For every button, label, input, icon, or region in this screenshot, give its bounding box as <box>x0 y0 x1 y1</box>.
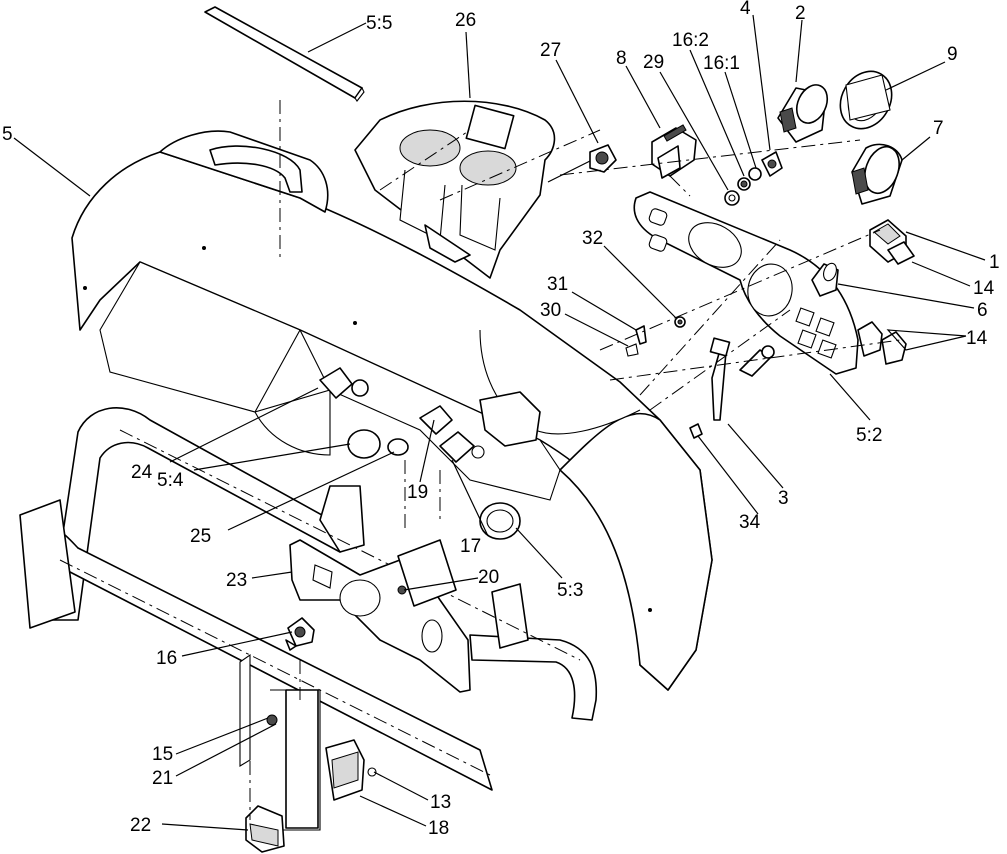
cup-holder-part <box>354 100 556 279</box>
callout-21: 21 <box>152 768 173 789</box>
callout-34: 34 <box>739 512 761 533</box>
callout-26: 26 <box>455 10 476 31</box>
callout-31: 31 <box>547 274 568 295</box>
switch-part <box>651 124 697 197</box>
callout-16-1: 16:1 <box>703 53 740 74</box>
frame-tube-part <box>19 407 598 791</box>
callout-5-4: 5:4 <box>157 470 184 491</box>
callout-32: 32 <box>582 228 603 249</box>
washer-nut-hardware <box>724 151 783 206</box>
dash-mount-parts <box>319 367 521 540</box>
callout-19: 19 <box>407 482 428 503</box>
callout-14a: 14 <box>973 278 995 299</box>
callout-2: 2 <box>795 3 806 24</box>
sender-part <box>285 617 315 651</box>
callout-6: 6 <box>977 300 988 321</box>
callout-3: 3 <box>778 488 789 509</box>
callout-30: 30 <box>540 300 561 321</box>
control-panel-plate-part <box>633 191 859 375</box>
callout-1: 1 <box>989 252 1000 273</box>
cable-assembly-part <box>689 337 775 439</box>
callout-7: 7 <box>933 118 944 139</box>
callout-25: 25 <box>190 526 211 547</box>
callout-16-2: 16:2 <box>672 30 709 51</box>
gauge-small-part <box>777 84 829 143</box>
gauge-large-part <box>851 143 903 205</box>
callout-18: 18 <box>428 818 449 839</box>
callout-5-5: 5:5 <box>366 13 392 34</box>
callout-14b: 14 <box>966 328 988 349</box>
callout-9: 9 <box>947 44 958 65</box>
knob-part <box>547 144 617 183</box>
callout-13: 13 <box>430 792 451 813</box>
explosion-lines <box>279 100 901 530</box>
callout-27: 27 <box>540 40 561 61</box>
callout-5-3: 5:3 <box>557 580 583 601</box>
callout-23: 23 <box>226 570 247 591</box>
lower-bracket-parts <box>239 653 377 853</box>
callout-5-2: 5:2 <box>856 425 882 446</box>
trim-strip-part <box>204 6 365 102</box>
callout-29: 29 <box>643 52 664 73</box>
connector-part <box>811 262 839 297</box>
callout-16: 16 <box>156 648 177 669</box>
fastener-parts <box>625 316 686 357</box>
callout-8: 8 <box>616 48 627 69</box>
callout-4: 4 <box>740 0 751 19</box>
callout-20: 20 <box>478 567 499 588</box>
mounting-plate-part <box>289 539 471 693</box>
callout-17: 17 <box>460 536 481 557</box>
callout-5: 5 <box>2 124 13 145</box>
callout-24: 24 <box>131 462 153 483</box>
leader-lines <box>13 14 986 831</box>
callout-22: 22 <box>130 815 151 836</box>
bezel-ring-part <box>839 70 893 130</box>
callout-labels: 5:5 26 27 8 29 16:2 4 16:1 2 9 7 5 32 31… <box>2 0 1000 839</box>
callout-15: 15 <box>152 744 173 765</box>
